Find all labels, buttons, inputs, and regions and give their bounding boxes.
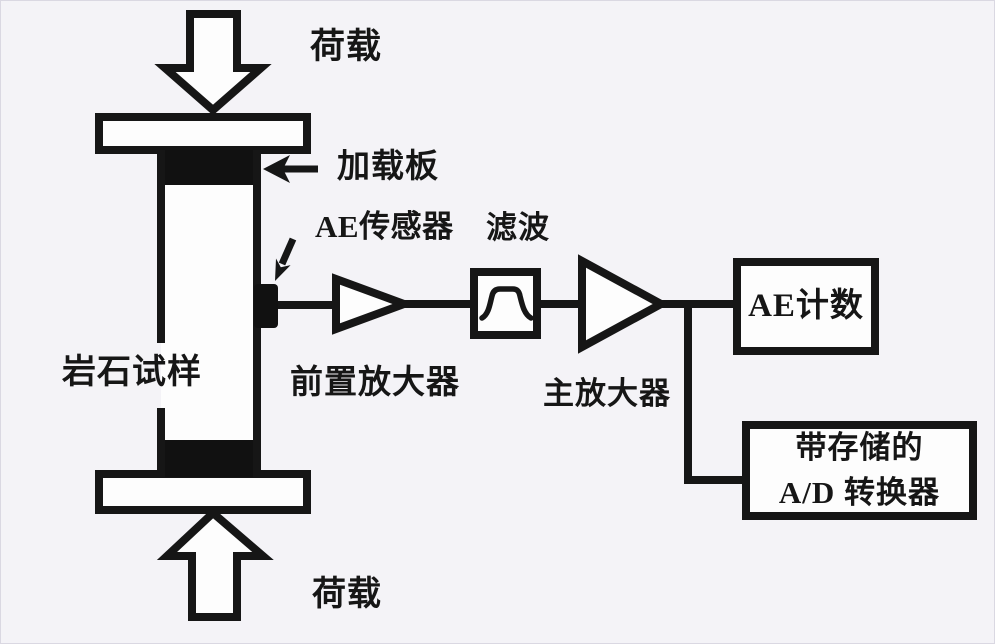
ae-counter-box: AE计数	[733, 258, 879, 355]
ae-counter-label: AE计数	[748, 288, 864, 325]
ae-sensor-arrow-shaft	[278, 237, 297, 266]
rock-specimen-label: 岩石试样	[62, 354, 202, 391]
load-arrow-up	[156, 507, 274, 621]
filter-label: 滤波	[486, 210, 550, 245]
ad-converter-box: 带存储的 A/D 转换器	[742, 421, 977, 520]
filter-box	[470, 268, 541, 339]
load-arrow-down	[154, 10, 272, 116]
load-bottom-label: 荷载	[312, 576, 382, 613]
ad-converter-label-line2: A/D 转换器	[778, 474, 941, 510]
top-cap	[159, 150, 259, 185]
load-top-label: 荷载	[310, 27, 383, 66]
loading-plate-arrow-icon	[263, 155, 290, 183]
bottom-cap	[159, 440, 259, 477]
loading-plate-label: 加载板	[337, 149, 439, 185]
main-amplifier-triangle	[578, 254, 670, 354]
wire-branch-ad-converter	[684, 304, 744, 484]
ae-sensor-label: AE传感器	[315, 209, 454, 244]
rock-specimen-body	[161, 152, 257, 476]
bandpass-curve-icon	[479, 286, 534, 321]
preamplifier-triangle	[332, 273, 416, 335]
preamplifier-label: 前置放大器	[290, 365, 460, 401]
ae-sensor-shape	[254, 284, 278, 328]
bottom-loading-plate	[95, 470, 311, 514]
ad-converter-label-line1: 带存储的	[795, 430, 924, 466]
top-loading-plate	[95, 113, 311, 154]
main-amplifier-label: 主放大器	[543, 376, 671, 411]
ae-sensor-arrow-icon	[275, 258, 291, 281]
